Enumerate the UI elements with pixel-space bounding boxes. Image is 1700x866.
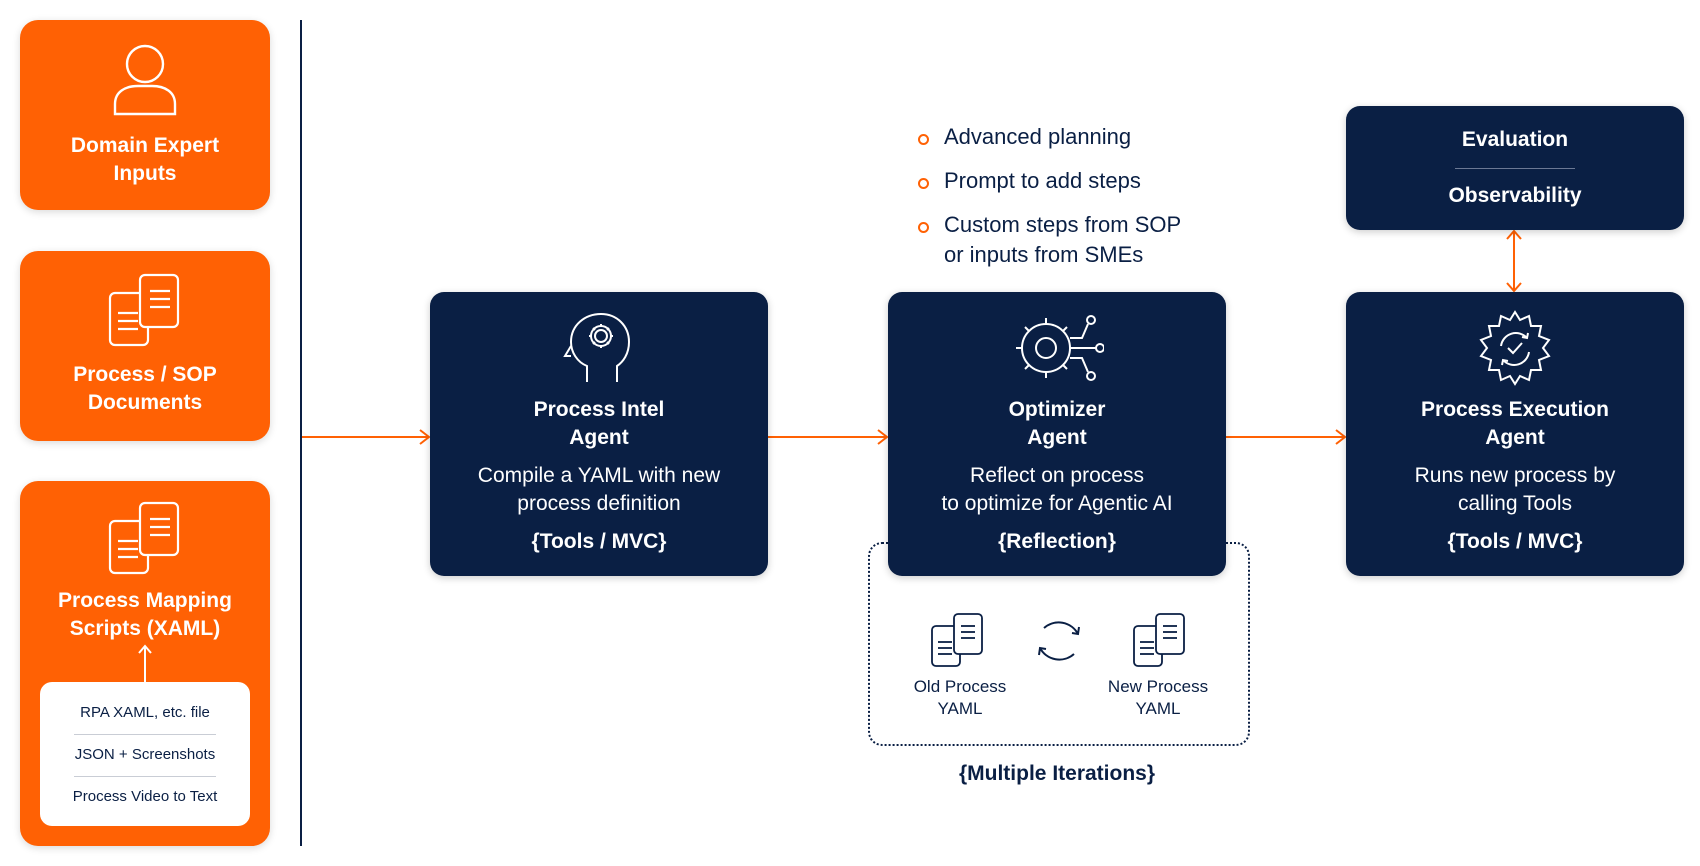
agent-desc-line2: to optimize for Agentic AI [941,492,1173,515]
agent-desc-line2: calling Tools [1457,492,1572,515]
old-yaml-label-line1: Old Process [913,677,1007,696]
feature-item: Prompt to add steps [944,168,1141,193]
agent-title-line1: Process Execution [1421,398,1609,421]
old-yaml-label-line2: YAML [937,699,983,718]
agent-title-line2: Agent [1027,426,1087,449]
head-gear-icon [563,312,631,382]
agent-desc-line2: process definition [517,492,681,515]
multiple-iterations-label: {Multiple Iterations} [958,762,1156,785]
input-title-line1: Process Mapping [58,589,232,612]
input-title-line2: Documents [87,391,203,414]
person-icon [113,44,177,116]
agent-title-line2: Agent [569,426,629,449]
process-intel-agent: Process Intel Agent Compile a YAML with … [430,292,768,576]
up-arrow-icon [138,644,152,685]
agent-desc-line1: Compile a YAML with new [477,464,721,487]
agent-desc-line1: Runs new process by [1414,464,1616,487]
agent-tag: {Tools / MVC} [531,530,667,553]
arrow-to-process-intel [302,429,431,445]
feature-item-continuation: or inputs from SMEs [944,242,1144,267]
feature-item: Advanced planning [944,124,1132,149]
bullet-icon [918,134,929,145]
evaluation-label: Evaluation [1461,128,1569,151]
process-execution-agent: Process Execution Agent Runs new process… [1346,292,1684,576]
arrow-execution-evaluation [1506,229,1522,293]
divider [74,734,216,735]
agent-title-line1: Process Intel [533,398,665,421]
old-yaml-documents-icon [931,613,983,667]
input-sop-documents: Process / SOP Documents [20,251,270,441]
feature-item: Custom steps from SOP [944,212,1182,237]
observability-label: Observability [1448,184,1582,207]
input-domain-expert: Domain Expert Inputs [20,20,270,210]
arrow-to-optimizer [768,429,889,445]
optimizer-agent: Optimizer Agent Reflect on process to op… [888,292,1226,576]
arrow-to-execution [1226,429,1347,445]
new-yaml-label-line2: YAML [1135,699,1181,718]
new-yaml-label-line1: New Process [1107,677,1209,696]
gear-check-icon [1479,310,1551,386]
agent-title-line2: Agent [1485,426,1545,449]
gear-circuit-icon [1016,315,1104,381]
input-divider-line [300,20,302,846]
agent-desc-line1: Reflect on process [970,464,1144,487]
script-source-item: Process Video to Text [72,788,218,805]
script-source-item: RPA XAML, etc. file [80,704,210,721]
documents-icon [108,501,180,575]
agent-tag: {Tools / MVC} [1447,530,1583,553]
input-title-line2: Scripts (XAML) [69,617,221,640]
input-title-line1: Domain Expert [70,134,220,157]
divider [74,776,216,777]
monitoring-box: Evaluation Observability [1346,106,1684,230]
agent-tag: {Reflection} [998,530,1116,553]
bullet-icon [918,222,929,233]
bullet-icon [918,178,929,189]
divider [1455,168,1575,169]
new-yaml-documents-icon [1133,613,1185,667]
input-title-line2: Inputs [113,162,177,185]
input-title-line1: Process / SOP [73,363,217,386]
script-source-item: JSON + Screenshots [74,746,216,763]
agent-title-line1: Optimizer [1008,398,1106,421]
script-sources-card: RPA XAML, etc. file JSON + Screenshots P… [40,682,250,826]
documents-icon [108,273,180,347]
refresh-cycle-icon [1038,621,1080,661]
